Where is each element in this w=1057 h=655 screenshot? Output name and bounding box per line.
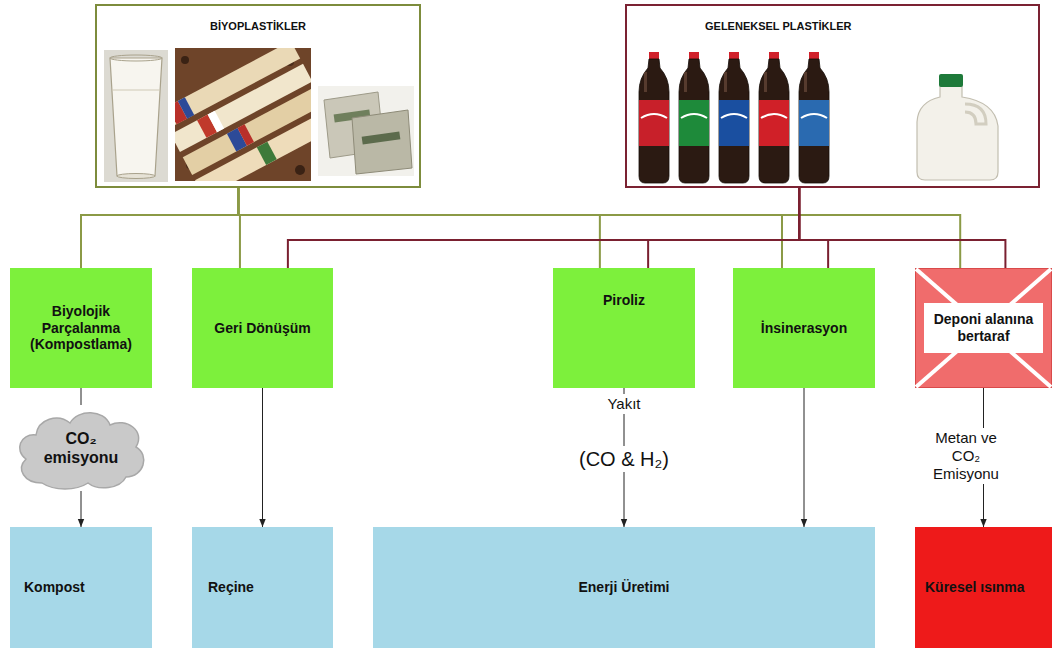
jug-cap bbox=[939, 74, 963, 87]
bottle-label bbox=[719, 100, 749, 146]
node-text: Küresel ısınma bbox=[925, 579, 1025, 596]
node-text: Deponi alanına bertaraf bbox=[924, 303, 1043, 353]
node-text: Enerji Üretimi bbox=[578, 579, 669, 596]
jug-photo bbox=[917, 74, 998, 180]
cross-line bbox=[916, 269, 1051, 387]
connector bbox=[799, 188, 828, 268]
source-box: BİYOPLASTİKLER bbox=[95, 4, 421, 188]
emission-cloud: CO₂ emisyonu bbox=[12, 405, 150, 491]
connector bbox=[262, 388, 263, 527]
connector bbox=[81, 388, 82, 405]
packets-photo bbox=[318, 86, 414, 176]
cup bbox=[110, 58, 162, 176]
bottle-label bbox=[759, 100, 789, 146]
node-text: Biyolojik Parçalanma (Kompostlama) bbox=[18, 303, 144, 353]
node-text: Piroliz bbox=[603, 292, 645, 309]
seed bbox=[295, 165, 305, 175]
process-box: Geri Dönüşüm bbox=[192, 268, 333, 388]
cloud-outline bbox=[12, 405, 150, 491]
connector bbox=[81, 188, 238, 268]
connector bbox=[81, 491, 82, 527]
connector bbox=[238, 188, 960, 268]
bar-stripe bbox=[257, 142, 277, 165]
connector bbox=[238, 188, 782, 268]
output-box: Reçine bbox=[192, 527, 333, 648]
connector bbox=[238, 188, 599, 268]
bars-photo bbox=[175, 48, 311, 181]
node-text: GELENEKSEL PLASTİKLER bbox=[705, 20, 851, 33]
connector bbox=[804, 388, 805, 527]
bottle-swirl bbox=[641, 114, 827, 118]
output-box: Kompost bbox=[10, 527, 152, 648]
source-box: GELENEKSEL PLASTİKLER bbox=[625, 4, 1040, 188]
connector bbox=[288, 188, 799, 268]
bottle-label bbox=[799, 100, 829, 146]
node-text: Reçine bbox=[208, 579, 254, 596]
cup-base bbox=[117, 174, 155, 179]
bar bbox=[195, 110, 311, 181]
cup-photo bbox=[104, 50, 168, 182]
seed bbox=[181, 56, 189, 64]
photo-ground bbox=[104, 50, 168, 182]
edge-label: Yakıt bbox=[604, 394, 643, 414]
process-box: Piroliz bbox=[553, 268, 695, 388]
node-text: BİYOPLASTİKLER bbox=[210, 20, 306, 33]
node-text: Kompost bbox=[24, 579, 85, 596]
output-box: Enerji Üretimi bbox=[373, 527, 875, 648]
connector bbox=[799, 188, 1005, 268]
impact-box: Küresel ısınma bbox=[915, 527, 1052, 648]
cross-line bbox=[916, 269, 1051, 387]
jug-handle bbox=[965, 104, 986, 124]
bottles-photo bbox=[639, 52, 829, 183]
jug bbox=[917, 86, 998, 180]
wrapped-bars bbox=[175, 48, 311, 181]
bottle-label bbox=[639, 100, 669, 146]
node-text: CO₂ emisyonu bbox=[42, 429, 120, 467]
bottle-label bbox=[679, 100, 709, 146]
bar-stripe bbox=[238, 124, 254, 145]
cloud-shape bbox=[20, 413, 144, 489]
edge-label: Metan ve CO₂ Emisyonu bbox=[921, 428, 1012, 484]
bar-stripe bbox=[208, 111, 224, 132]
packet bbox=[352, 110, 412, 174]
disposal-box: Deponi alanına bertaraf bbox=[915, 268, 1052, 388]
packet-stripe bbox=[362, 131, 401, 144]
cup-rim bbox=[110, 55, 162, 61]
fuel-label: (CO & H₂) bbox=[576, 446, 672, 472]
process-box: İnsinerasyon bbox=[733, 268, 875, 388]
connector bbox=[648, 188, 799, 268]
bar-stripe bbox=[178, 97, 194, 118]
node-text: İnsinerasyon bbox=[761, 320, 847, 337]
cup-line bbox=[112, 90, 160, 91]
photo-ground bbox=[318, 86, 414, 176]
node-text: Geri Dönüşüm bbox=[214, 320, 310, 337]
process-box: Biyolojik Parçalanma (Kompostlama) bbox=[10, 268, 152, 388]
